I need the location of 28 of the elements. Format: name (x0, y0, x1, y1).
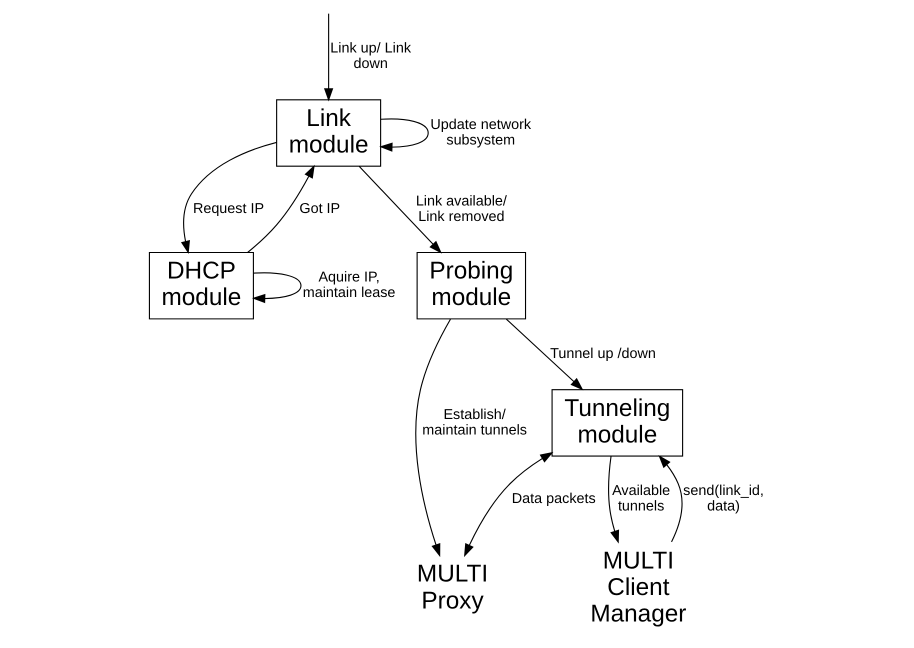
edge-label: send(link_id, data) (682, 483, 764, 515)
edge-label: Data packets (511, 490, 596, 507)
edge-label: Request IP (192, 201, 264, 218)
arrow (378, 118, 428, 152)
edge-label: Establish/ maintain tunnels (422, 406, 526, 438)
arrow (608, 456, 619, 544)
edge-label: Link available/ Link removed (415, 193, 506, 225)
edge-label: Aquire IP, maintain lease (302, 270, 395, 302)
arrow (658, 455, 682, 542)
node-box: DHCP module (148, 252, 254, 320)
arrow (180, 142, 276, 254)
arrow (358, 166, 442, 254)
arrow (505, 318, 583, 390)
node-text: MULTI Proxy (416, 560, 488, 614)
node-box: Probing module (416, 252, 526, 320)
edge-label: Available tunnels (612, 483, 670, 515)
arrow (414, 318, 450, 558)
node-text: MULTI Client Manager (590, 547, 686, 628)
arrow (464, 452, 553, 558)
edge-label: Update network subsystem (430, 117, 531, 149)
arrow (323, 14, 333, 102)
edge-label: Link up/ Link down (330, 40, 411, 72)
edge-label: Got IP (298, 201, 340, 218)
arrow (251, 272, 302, 304)
node-box: Link module (276, 99, 381, 167)
node-box: Tunneling module (551, 389, 683, 457)
arrow (246, 164, 314, 253)
edge-label: Tunnel up /down (550, 346, 656, 362)
